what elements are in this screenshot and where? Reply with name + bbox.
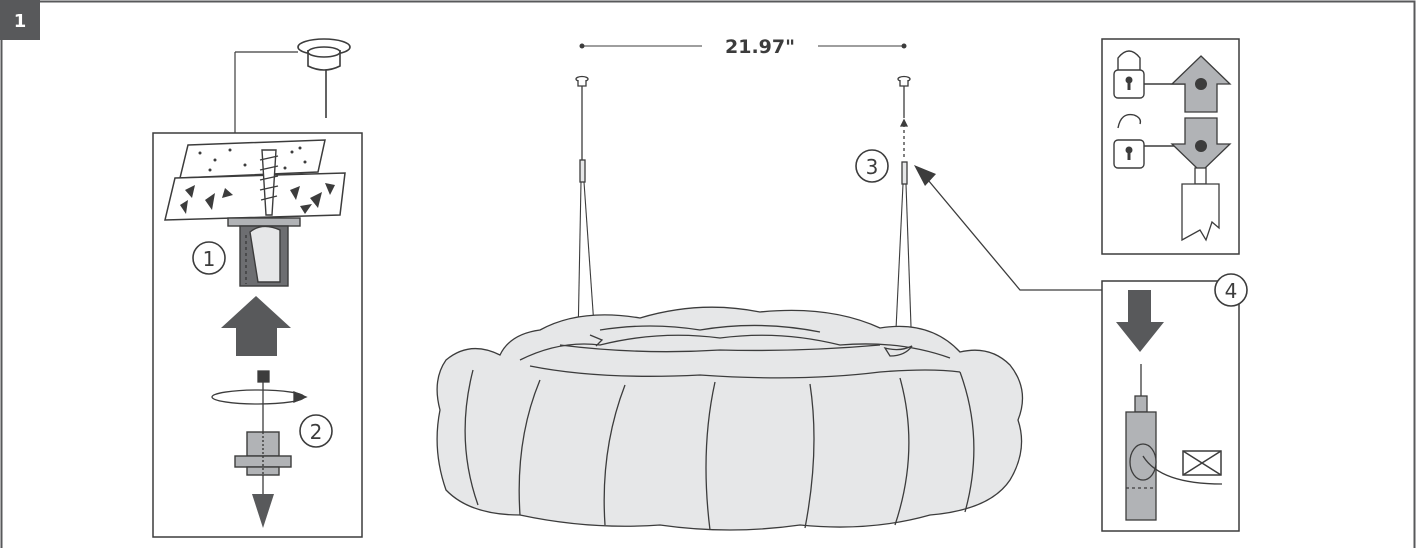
rope-lock-panel — [1101, 280, 1240, 532]
callout-1-label: 1 — [203, 247, 216, 271]
nut — [234, 431, 292, 476]
rope-lock-device — [1125, 364, 1223, 521]
ceiling-hook-right — [897, 75, 911, 185]
connector-dot — [1195, 140, 1207, 152]
callout-2: 2 — [299, 414, 333, 448]
callout-3-label: 3 — [866, 155, 879, 179]
connector-dot — [1195, 78, 1207, 90]
ceiling-layers — [164, 139, 346, 221]
arrow-down-icon — [1116, 290, 1164, 352]
mount-bracket — [227, 217, 301, 287]
arrow-down-icon — [252, 494, 274, 528]
dimension-label: 21.97" — [725, 36, 795, 58]
lock-open-icon — [1113, 113, 1145, 169]
fabric-clip-icon — [1181, 167, 1220, 242]
callout-1: 1 — [192, 241, 226, 275]
lock-closed-icon — [1113, 50, 1145, 99]
callout-2-label: 2 — [310, 420, 323, 444]
ceiling-hook-left — [575, 75, 589, 183]
step-badge: 1 — [0, 0, 40, 40]
screw — [259, 149, 279, 216]
dimension-line: 21.97" — [579, 36, 907, 58]
callout-3: 3 — [855, 149, 889, 183]
leader-arrowhead — [914, 165, 936, 186]
bean-bag-nest — [436, 306, 1024, 531]
arrow-up-icon — [221, 296, 291, 356]
ropes — [577, 181, 913, 356]
leader-line — [917, 167, 1102, 291]
envelope-icon — [1182, 450, 1222, 476]
ceiling-mount-icon — [297, 38, 351, 118]
step-badge-label: 1 — [14, 11, 27, 32]
callout-4-label: 4 — [1225, 279, 1238, 303]
callout-4: 4 — [1214, 273, 1248, 307]
